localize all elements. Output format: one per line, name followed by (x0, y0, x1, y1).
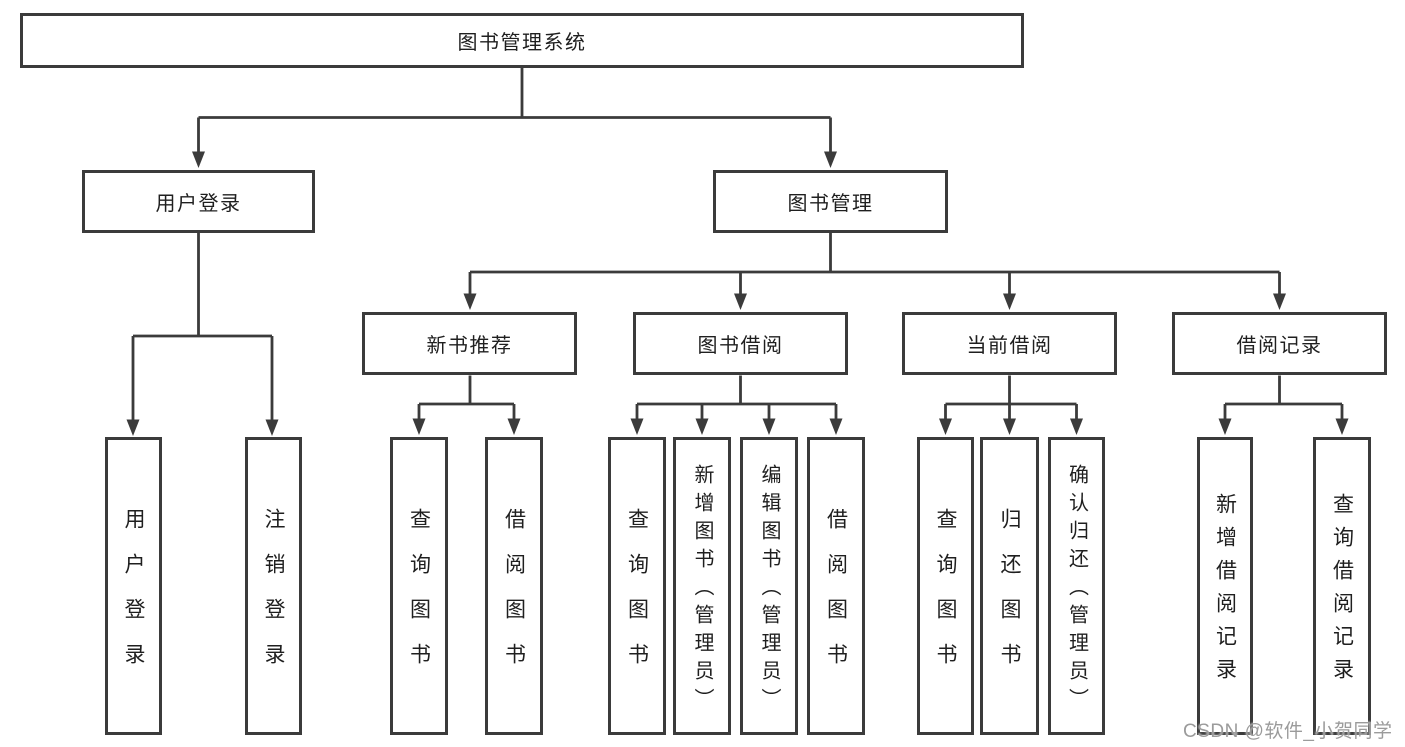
node-new-book-rec: 新书推荐 (362, 312, 577, 375)
connector-book-mgmt-children (468, 233, 1281, 295)
connector-user-login-children (131, 233, 274, 421)
arrowhead (1003, 293, 1016, 310)
arrowhead (630, 418, 644, 435)
connector-book-borrow-children (635, 375, 838, 420)
connector-borrow-records-children (1223, 375, 1344, 420)
arrowhead (1070, 418, 1083, 435)
leaf-br-query-record: 查询借阅记录 (1313, 437, 1371, 735)
arrowhead (939, 418, 952, 435)
leaf-br-add-record-label: 新增借阅记录 (1213, 493, 1237, 691)
leaf-bb-borrow-books-label: 借阅图书 (824, 508, 848, 688)
node-new-book-rec-label: 新书推荐 (426, 335, 513, 357)
arrowheads (126, 151, 1349, 436)
leaf-bb-borrow-books: 借阅图书 (807, 437, 865, 735)
leaf-br-query-record-label: 查询借阅记录 (1330, 493, 1354, 691)
node-root: 图书管理系统 (20, 13, 1024, 68)
node-current-borrow-label: 当前借阅 (966, 335, 1053, 357)
arrowhead (695, 418, 709, 435)
leaf-bb-query-books-label: 查询图书 (625, 508, 649, 688)
leaf-bb-add-books-admin-label: 新增图书（管理员） (691, 464, 713, 716)
arrowhead (507, 418, 521, 435)
arrowhead (824, 151, 837, 168)
leaf-logout: 注销登录 (245, 437, 302, 735)
connector-root-to-level2 (197, 68, 832, 153)
arrowhead (734, 293, 747, 310)
arrowhead (762, 418, 776, 435)
node-user-login: 用户登录 (82, 170, 315, 233)
node-book-borrow-label: 图书借阅 (697, 335, 784, 357)
leaf-rec-borrow-books-label: 借阅图书 (502, 508, 526, 688)
arrowhead (829, 418, 843, 435)
leaf-bb-query-books: 查询图书 (608, 437, 666, 735)
leaf-cb-confirm-return-admin-label: 确认归还（管理员） (1065, 464, 1088, 716)
leaf-rec-query-books-label: 查询图书 (407, 508, 431, 688)
leaf-bb-edit-books-admin-label: 编辑图书（管理员） (758, 464, 780, 716)
node-book-mgmt-label: 图书管理 (787, 193, 874, 215)
leaf-cb-return-books-label: 归还图书 (998, 508, 1021, 688)
node-borrow-records: 借阅记录 (1172, 312, 1387, 375)
connector-current-borrow-children (944, 375, 1078, 420)
arrowhead (1003, 418, 1016, 435)
node-book-mgmt: 图书管理 (713, 170, 948, 233)
leaf-cb-return-books: 归还图书 (980, 437, 1039, 735)
node-book-borrow: 图书借阅 (633, 312, 848, 375)
node-user-login-label: 用户登录 (155, 193, 242, 215)
node-root-label: 图书管理系统 (457, 32, 587, 54)
leaf-rec-query-books: 查询图书 (390, 437, 448, 735)
arrowhead (192, 151, 205, 168)
node-current-borrow: 当前借阅 (902, 312, 1117, 375)
arrowhead (412, 418, 426, 435)
arrowhead (126, 419, 140, 436)
arrowhead (265, 419, 279, 436)
leaf-cb-confirm-return-admin: 确认归还（管理员） (1048, 437, 1105, 735)
arrowhead (1218, 418, 1232, 435)
watermark: CSDN @软件_小贺同学 (1183, 721, 1393, 742)
leaf-user-login: 用户登录 (105, 437, 162, 735)
arrowhead (463, 293, 477, 310)
leaf-rec-borrow-books: 借阅图书 (485, 437, 543, 735)
leaf-br-add-record: 新增借阅记录 (1197, 437, 1253, 735)
arrowhead (1273, 293, 1286, 310)
connector-new-book-rec-children (417, 375, 516, 420)
leaf-cb-query-books-label: 查询图书 (934, 508, 957, 688)
leaf-logout-label: 注销登录 (262, 508, 285, 688)
node-borrow-records-label: 借阅记录 (1236, 335, 1323, 357)
leaf-bb-edit-books-admin: 编辑图书（管理员） (740, 437, 798, 735)
leaf-cb-query-books: 查询图书 (917, 437, 974, 735)
leaf-bb-add-books-admin: 新增图书（管理员） (673, 437, 731, 735)
arrowhead (1335, 418, 1349, 435)
leaf-user-login-label: 用户登录 (122, 508, 145, 688)
